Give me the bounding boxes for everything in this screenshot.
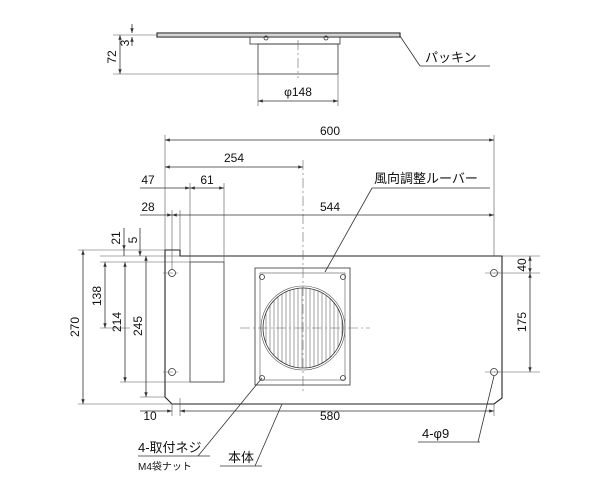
dim-600: 600 bbox=[320, 124, 340, 138]
label-gasket: パッキン bbox=[425, 50, 477, 65]
dim-175: 175 bbox=[515, 312, 529, 332]
front-view: 600 254 47 61 28 544 21 5 138 bbox=[68, 124, 540, 473]
dim-61: 61 bbox=[200, 173, 214, 187]
dim-21: 21 bbox=[109, 231, 123, 245]
dim-40: 40 bbox=[515, 258, 529, 272]
top-flange bbox=[249, 36, 341, 45]
dim-245: 245 bbox=[131, 316, 145, 336]
dim-28: 28 bbox=[141, 200, 155, 214]
dim-544: 544 bbox=[320, 200, 340, 214]
dim-214: 214 bbox=[110, 312, 124, 332]
dim-phi148: φ148 bbox=[284, 85, 312, 99]
label-mount-screw: 4-取付ネジ bbox=[138, 440, 202, 455]
fan-frame bbox=[254, 267, 351, 386]
label-louver: 風向調整ルーバー bbox=[374, 171, 478, 186]
dim-72: 72 bbox=[105, 50, 119, 64]
dim-270: 270 bbox=[68, 317, 82, 337]
dim-3: 3 bbox=[118, 39, 132, 46]
dim-10: 10 bbox=[143, 409, 157, 423]
top-view: 72 3 φ148 パッキン bbox=[105, 24, 490, 106]
label-nut: M4袋ナット bbox=[138, 460, 192, 473]
dim-254: 254 bbox=[224, 151, 244, 165]
dim-580: 580 bbox=[320, 409, 340, 423]
dim-138: 138 bbox=[90, 286, 104, 306]
side-opening bbox=[189, 261, 225, 383]
body-outline bbox=[164, 249, 503, 405]
dim-47: 47 bbox=[141, 173, 155, 187]
label-holes: 4-φ9 bbox=[422, 426, 449, 441]
dim-5: 5 bbox=[126, 236, 140, 243]
label-body: 本体 bbox=[228, 450, 254, 465]
